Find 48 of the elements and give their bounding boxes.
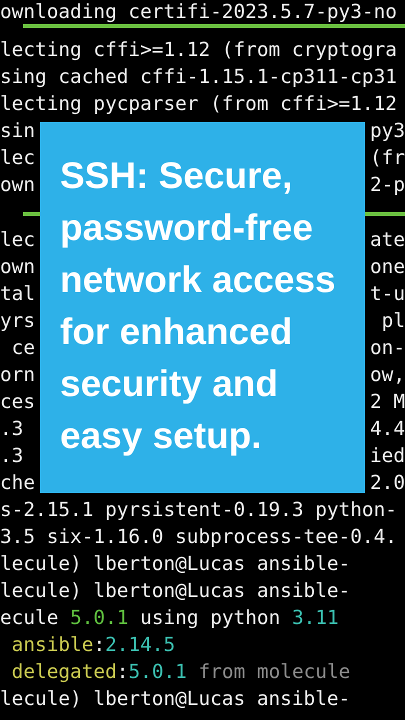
- terminal-text: 2 M: [370, 390, 405, 414]
- terminal-text: (fr: [370, 146, 405, 170]
- terminal-text: sin: [0, 119, 36, 143]
- terminal-text: 5.0.1: [128, 660, 187, 684]
- terminal-text: sing cached cffi-1.15.1-cp311-cp31: [0, 65, 397, 89]
- terminal-text: tal: [0, 282, 36, 306]
- terminal-text: lec: [0, 228, 36, 252]
- terminal-text: 4.4: [370, 417, 405, 441]
- terminal-text: 2-p: [370, 173, 405, 197]
- headline-text: SSH: Secure, password-free network access for enhanced security and easy setup.: [60, 154, 337, 458]
- terminal-text: 5.0.1: [70, 606, 128, 630]
- terminal-text: .3: [0, 444, 24, 468]
- terminal-text: ate: [370, 228, 405, 252]
- terminal-text: ied: [370, 444, 405, 468]
- terminal-text: ecule: [0, 606, 58, 630]
- terminal-text: 2.14.5: [105, 633, 176, 657]
- terminal-text: ownloading certifi-2023.5.7-py3-no: [0, 0, 397, 24]
- terminal-text: own: [0, 173, 36, 197]
- terminal-text: one: [370, 255, 405, 279]
- terminal-text: :: [116, 660, 128, 684]
- terminal-text: from molecule: [198, 660, 350, 684]
- terminal-text: lecting cffi>=1.12 (from cryptogra: [0, 38, 397, 62]
- terminal-text: ow,: [370, 363, 405, 387]
- terminal-text: pl: [382, 309, 405, 333]
- terminal-text: s-2.15.1 pyrsistent-0.19.3 python-: [0, 498, 397, 522]
- terminal-text: lec: [0, 146, 36, 170]
- terminal-text: delegated: [12, 660, 117, 684]
- terminal-text: yrs: [0, 309, 36, 333]
- caption-card: [40, 122, 365, 493]
- terminal-text: lecting pycparser (from cffi>=1.12: [0, 92, 397, 116]
- terminal-text: orn: [0, 363, 36, 387]
- terminal-text: ansible: [12, 633, 94, 657]
- terminal-text: t-u: [370, 282, 405, 306]
- terminal-text: 3.5 six-1.16.0 subprocess-tee-0.4.: [0, 525, 397, 549]
- terminal-text: using python: [140, 606, 280, 630]
- terminal-text: py3: [370, 119, 405, 143]
- terminal-text: ce: [12, 336, 36, 360]
- terminal-text: 2.0: [370, 471, 405, 495]
- terminal-text: own: [0, 255, 36, 279]
- terminal-text: che: [0, 471, 36, 495]
- terminal-text: 3.11: [292, 606, 339, 630]
- terminal-text: lecule) lberton@Lucas ansible-: [0, 579, 350, 603]
- terminal-text: :: [93, 633, 106, 657]
- terminal-text: ces: [0, 390, 36, 414]
- terminal-text: on-: [370, 336, 405, 360]
- terminal-text: lecule) lberton@Lucas ansible-: [0, 687, 350, 711]
- terminal-text: .3: [0, 417, 24, 441]
- terminal-text: lecule) lberton@Lucas ansible-: [0, 552, 350, 576]
